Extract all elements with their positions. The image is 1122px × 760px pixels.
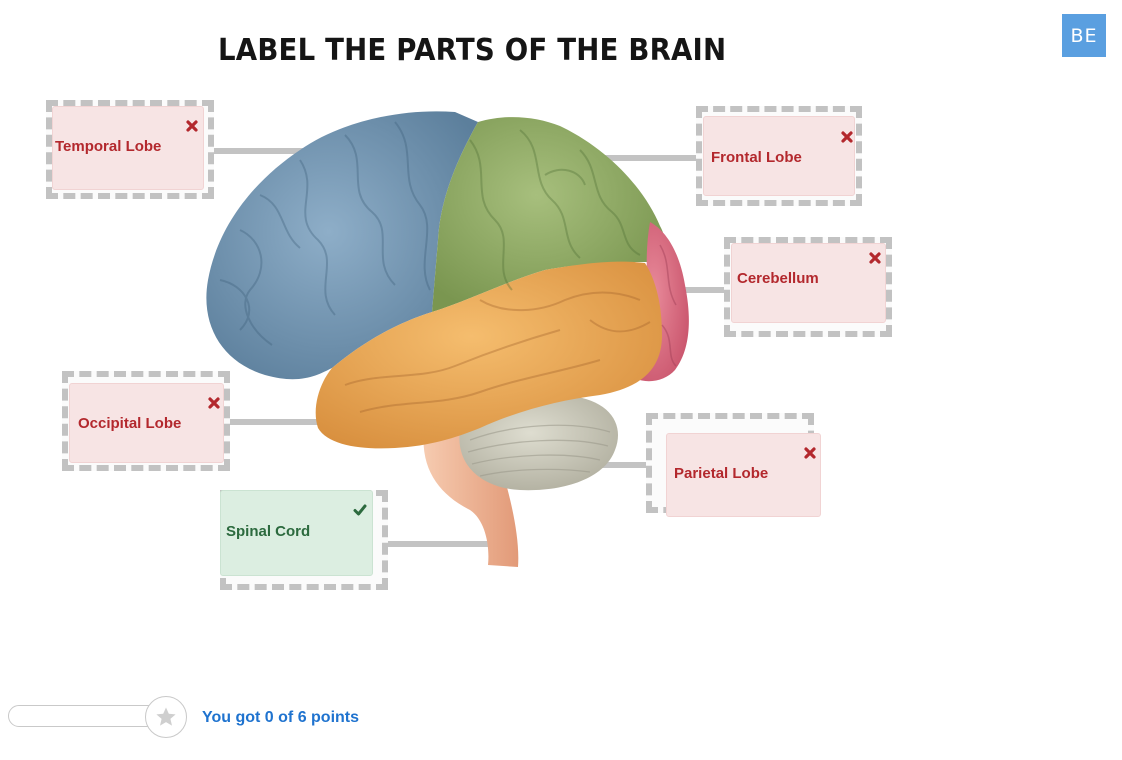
star-badge xyxy=(145,696,187,738)
label-chip-text: Temporal Lobe xyxy=(55,138,162,155)
connector-line xyxy=(580,462,648,468)
score-summary: You got 0 of 6 points xyxy=(202,709,360,726)
x-icon xyxy=(869,252,881,264)
frontal-region xyxy=(206,111,479,380)
label-chip-cerebellum[interactable]: Cerebellum xyxy=(731,243,886,323)
connector-line xyxy=(684,287,728,293)
connector-line xyxy=(228,419,320,425)
label-chip-spinal-cord[interactable]: Spinal Cord xyxy=(220,490,373,576)
temporal-region xyxy=(315,261,662,449)
label-chip-text: Occipital Lobe xyxy=(78,415,182,432)
x-icon xyxy=(804,447,816,459)
temporal-folds xyxy=(344,291,651,413)
connector-line xyxy=(590,155,698,161)
label-chip-text: Spinal Cord xyxy=(226,523,311,540)
label-chip-parietal-lobe[interactable]: Parietal Lobe xyxy=(666,433,821,517)
page-title: LABEL THE PARTS OF THE BRAIN xyxy=(218,33,727,68)
x-icon xyxy=(841,131,853,143)
label-chip-text: Parietal Lobe xyxy=(674,465,769,482)
star-icon xyxy=(156,707,176,726)
cerebellum-folds xyxy=(467,424,611,477)
parietal-region xyxy=(432,117,665,312)
frontal-folds xyxy=(219,121,431,346)
occipital-folds xyxy=(659,244,677,367)
parietal-folds xyxy=(469,129,641,291)
connector-line xyxy=(386,541,488,547)
x-icon xyxy=(208,397,220,409)
label-chip-text: Frontal Lobe xyxy=(711,149,802,166)
user-initials-badge[interactable]: BE xyxy=(1062,14,1106,57)
label-chip-frontal-lobe[interactable]: Frontal Lobe xyxy=(703,116,855,196)
x-icon xyxy=(186,120,198,132)
check-icon xyxy=(353,504,367,516)
connector-line xyxy=(212,148,324,154)
label-chip-temporal-lobe[interactable]: Temporal Lobe xyxy=(52,106,204,190)
label-chip-text: Cerebellum xyxy=(737,270,819,287)
score-progress-bar xyxy=(8,705,168,727)
label-chip-occipital-lobe[interactable]: Occipital Lobe xyxy=(69,383,224,463)
